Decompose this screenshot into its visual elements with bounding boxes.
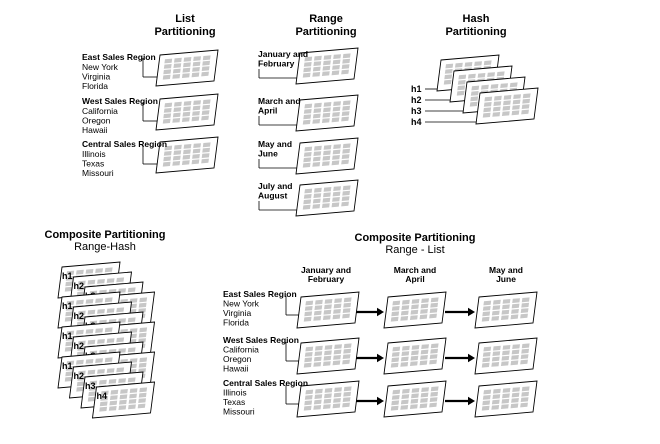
list-title: List [175, 13, 195, 25]
range-list-column-label: June [496, 274, 516, 284]
range-list-row-item: Virginia [223, 308, 251, 318]
range-group-label: June [258, 149, 278, 159]
hash-partition-table [475, 87, 539, 125]
list-group-label: West Sales Region [82, 96, 158, 106]
hash-label: h4 [411, 117, 422, 127]
range-list-table [296, 291, 360, 329]
range-hash-label: h4 [97, 391, 108, 401]
range-hash-label: h2 [74, 341, 85, 351]
range-group-label: August [258, 191, 287, 201]
range-partition-table [295, 47, 359, 85]
range-partition-table [295, 137, 359, 175]
range-hash-label: h2 [74, 371, 85, 381]
range-list-row-item: New York [223, 299, 260, 309]
range-group-label: July and [258, 181, 292, 191]
range-group-label: May and [258, 139, 292, 149]
range-list-column-label: February [308, 274, 345, 284]
range-list-row-label: East Sales Region [223, 289, 297, 299]
range-list-row-item: Florida [223, 318, 249, 328]
range-list-table [474, 337, 538, 375]
range-list-column-label: March and [394, 265, 437, 275]
range-list-row-item: Texas [223, 397, 245, 407]
range-list-row-label: West Sales Region [223, 335, 299, 345]
range-hash-label: h1 [62, 271, 73, 281]
range-hash-subtitle: Range-Hash [74, 241, 136, 253]
list-group-item: New York [82, 62, 119, 72]
list-group-item: Missouri [82, 168, 114, 178]
range-hash-table: h4 [91, 381, 156, 419]
hash-label: h3 [411, 106, 422, 116]
range-hash-stacks: h1h2h3h4h1h2h3h4h1h2h3h4h1h2h3h4 [57, 261, 156, 419]
list-partition-table [155, 49, 219, 87]
list-group-label: Central Sales Region [82, 139, 167, 149]
range-list-row-item: Oregon [223, 354, 252, 364]
range-title: Range [309, 13, 343, 25]
range-list-table [383, 291, 447, 329]
list-group-label: East Sales Region [82, 52, 156, 62]
arrow-right-icon [468, 396, 475, 406]
range-group-label: April [258, 106, 277, 116]
hash-label: h1 [411, 84, 422, 94]
range-list-row-item: California [223, 345, 259, 355]
range-partition-table [295, 94, 359, 132]
list-group-item: California [82, 106, 118, 116]
range-list-column-label: January and [301, 265, 351, 275]
list-group-item: Florida [82, 81, 108, 91]
range-group-label: March and [258, 96, 301, 106]
range-list-table [383, 337, 447, 375]
range-subtitle: Partitioning [295, 26, 356, 38]
list-partition-table [155, 136, 219, 174]
range-hash-label: h1 [62, 331, 73, 341]
arrow-right-icon [468, 353, 475, 363]
range-list-table [296, 337, 360, 375]
hash-title: Hash [463, 13, 490, 25]
range-hash-label: h1 [62, 361, 73, 371]
list-group-item: Illinois [82, 149, 106, 159]
hash-subtitle: Partitioning [445, 26, 506, 38]
list-group-item: Oregon [82, 116, 111, 126]
range-group-label: February [258, 59, 295, 69]
arrow-right-icon [377, 396, 384, 406]
range-list-row-item: Missouri [223, 407, 255, 417]
hash-label: h2 [411, 95, 422, 105]
range-hash-label: h2 [74, 281, 85, 291]
range-list-table [474, 291, 538, 329]
range-list-column-label: April [405, 274, 424, 284]
list-partition-table [155, 93, 219, 131]
range-list-row-label: Central Sales Region [223, 378, 308, 388]
range-partition-table [295, 179, 359, 217]
range-hash-title: Composite Partitioning [45, 229, 166, 241]
range-list-title: Composite Partitioning [355, 232, 476, 244]
list-subtitle: Partitioning [154, 26, 215, 38]
range-hash-label: h2 [74, 311, 85, 321]
list-group-item: Hawaii [82, 125, 108, 135]
range-group-label: January and [258, 49, 308, 59]
range-list-table [383, 380, 447, 418]
range-list-table [296, 380, 360, 418]
list-group-item: Virginia [82, 72, 110, 82]
range-list-row-item: Illinois [223, 388, 247, 398]
range-list-column-label: May and [489, 265, 523, 275]
arrow-right-icon [468, 307, 475, 317]
arrow-right-icon [377, 307, 384, 317]
range-list-subtitle: Range - List [385, 244, 444, 256]
list-group-item: Texas [82, 159, 104, 169]
range-hash-label: h3 [85, 381, 96, 391]
arrow-right-icon [377, 353, 384, 363]
range-list-table [474, 380, 538, 418]
range-hash-label: h1 [62, 301, 73, 311]
range-list-row-item: Hawaii [223, 364, 249, 374]
